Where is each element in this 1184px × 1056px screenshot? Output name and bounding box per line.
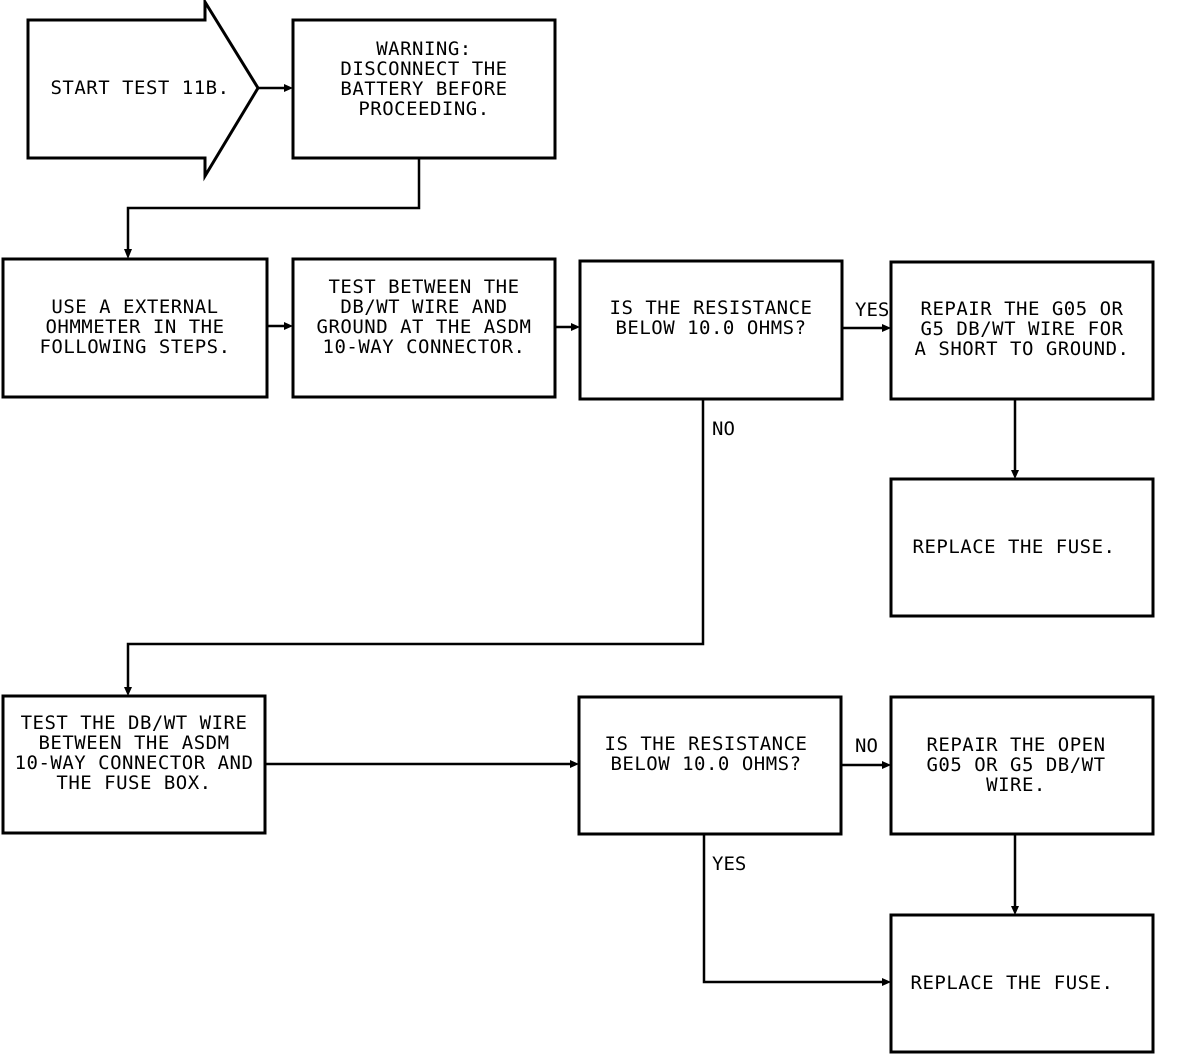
text-line: BELOW 10.0 OHMS? — [615, 317, 806, 339]
text-line: REPAIR THE OPEN — [926, 734, 1105, 756]
text-line: GROUND AT THE ASDM — [317, 316, 532, 338]
arrowhead — [284, 84, 293, 92]
text-line: TEST THE DB/WT WIRE — [21, 712, 248, 734]
text-line: G5 DB/WT WIRE FOR — [921, 318, 1124, 340]
arrowhead — [882, 324, 891, 332]
connector-warning-ohmmeter — [126, 158, 421, 250]
replace-fuse-1-node: REPLACE THE FUSE. — [889, 477, 1155, 618]
text-line: PROCEEDING. — [358, 98, 489, 120]
arrowhead — [284, 322, 293, 330]
text-line: START TEST 11B. — [50, 77, 229, 99]
text-line: DB/WT WIRE AND — [340, 296, 507, 318]
connector-question2-yes — [702, 834, 883, 984]
text-line: IS THE RESISTANCE — [605, 733, 808, 755]
connectors — [124, 84, 1019, 986]
text-line: REPAIR THE G05 OR — [921, 298, 1124, 320]
text-line: IS THE RESISTANCE — [610, 297, 813, 319]
text-line: THE FUSE BOX. — [56, 772, 211, 794]
arrowhead — [882, 761, 891, 769]
edge-label-q1-yes: YES — [855, 299, 889, 321]
arrowhead — [571, 323, 580, 331]
edge-label-q2-no: NO — [855, 735, 878, 757]
text-line: WIRE. — [986, 774, 1046, 796]
edge-label-q2-yes: YES — [712, 853, 746, 875]
text-line: BETWEEN THE ASDM — [38, 732, 229, 754]
text-line: G05 OR G5 DB/WT — [926, 754, 1105, 776]
text-line: REPLACE THE FUSE. — [913, 536, 1116, 558]
text-line: BELOW 10.0 OHMS? — [610, 753, 801, 775]
replace-fuse-2-node: REPLACE THE FUSE. — [889, 913, 1155, 1054]
arrowhead — [124, 249, 132, 259]
text-line: TEST BETWEEN THE — [328, 276, 519, 298]
text-line: FOLLOWING STEPS. — [39, 336, 230, 358]
text-line: DISCONNECT THE — [340, 58, 507, 80]
edge-label-q1-no: NO — [712, 418, 735, 440]
text-line: 10-WAY CONNECTOR. — [323, 336, 526, 358]
start-node: START TEST 11B. — [26, 0, 260, 182]
text-line: WARNING: — [376, 38, 472, 60]
arrowhead — [124, 687, 132, 696]
replace-fuse-1-text: REPLACE THE FUSE. — [913, 536, 1116, 558]
arrowhead — [570, 760, 579, 768]
replace-fuse-2-text: REPLACE THE FUSE. — [911, 972, 1114, 994]
text-line: A SHORT TO GROUND. — [915, 338, 1130, 360]
text-line: USE A EXTERNAL — [51, 296, 218, 318]
connector-question1-no — [126, 399, 705, 688]
text-line: OHMMETER IN THE — [45, 316, 224, 338]
start-text: START TEST 11B. — [50, 77, 229, 99]
arrowhead — [1011, 470, 1019, 479]
text-line: 10-WAY CONNECTOR AND — [15, 752, 254, 774]
text-line: REPLACE THE FUSE. — [911, 972, 1114, 994]
text-line: BATTERY BEFORE — [340, 78, 507, 100]
arrowhead — [882, 978, 891, 986]
arrowhead — [1011, 906, 1019, 915]
